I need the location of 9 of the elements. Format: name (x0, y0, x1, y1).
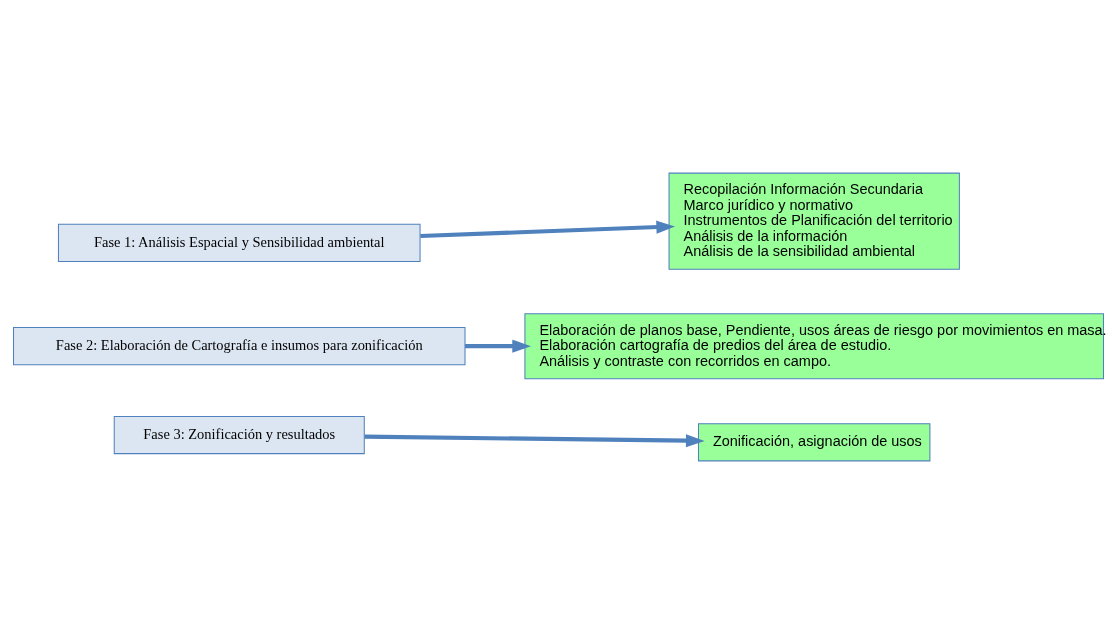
node-box: Fase 1: Análisis Espacial y Sensibilidad ambiental (57, 223, 421, 262)
arrow (420, 220, 675, 238)
node-box: Fase 3: Zonificación y resultados (113, 415, 365, 454)
node-box: Zonificación, asignación de usos (697, 422, 931, 461)
arrow (465, 339, 531, 353)
arrow (364, 433, 705, 447)
node-box: Recopilación Información Secundaria Marco jurídico y normativo Instrumentos de Planificación del territorio Análisis de la información Análisis de la sensibilidad ambiental (668, 172, 960, 270)
node-box: Elaboración de planos base, Pendiente, usos áreas de riesgo por movimientos en masa. Elaboración cartografía de predios del área de estudio. Análisis y contraste con recorridos en campo. (524, 312, 1104, 379)
node-box: Fase 2: Elaboración de Cartografía e insumos para zonificación (13, 326, 466, 365)
